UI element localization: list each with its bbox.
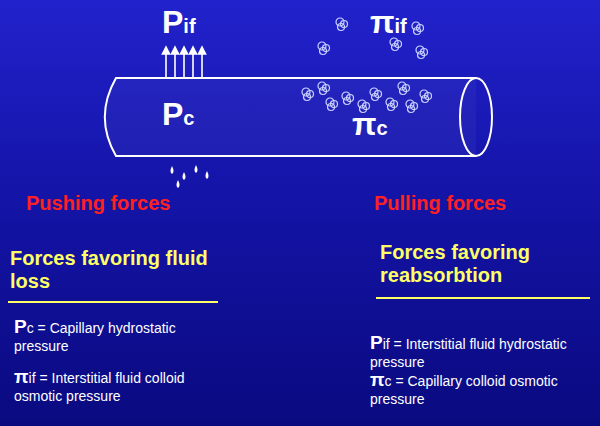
subheading: Forces favoring fluid loss — [10, 247, 220, 293]
definition: πif = Interstitial fluid colloid osmotic… — [14, 366, 229, 404]
definition: Pif = Interstitial fluid hydrostatic pre… — [370, 332, 590, 370]
droplets — [171, 165, 209, 188]
outflow-arrows — [166, 50, 202, 78]
definition: Pc = Capillary hydrostatic pressure — [14, 316, 229, 354]
heading: Pulling forces — [374, 192, 506, 215]
underline — [376, 297, 590, 299]
underline — [8, 301, 218, 303]
tube-outline — [100, 78, 492, 156]
capillary-tube: Pc πc — [100, 78, 492, 156]
definition: πc = Capillary colloid osmotic pressure — [370, 369, 590, 407]
pressure-symbol: πif — [370, 4, 407, 41]
pressure-symbol: Pif — [162, 4, 196, 41]
pressure-symbol: πc — [352, 106, 388, 143]
pressure-symbol: Pc — [162, 96, 194, 133]
heading: Pushing forces — [26, 192, 170, 215]
subheading: Forces favoring reabsorbtion — [380, 241, 585, 287]
